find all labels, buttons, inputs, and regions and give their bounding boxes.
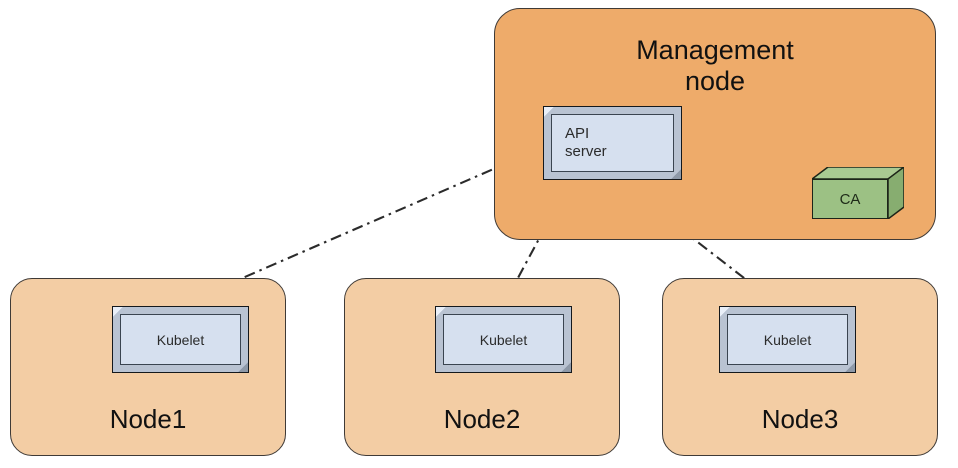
kubelet-box-3[interactable]: Kubelet	[719, 306, 856, 373]
management-node-title-line2: node	[684, 66, 746, 96]
node-label-2: Node2	[443, 404, 521, 434]
kubelet-label-2: Kubelet	[479, 331, 528, 348]
ca-box[interactable]: CA	[812, 167, 904, 219]
node-label-3: Node3	[761, 404, 839, 434]
management-node-title: Management node	[495, 35, 935, 97]
api-server-label-line2: server	[565, 143, 607, 160]
kubelet-box-1[interactable]: Kubelet	[112, 306, 249, 373]
api-server-label: API server	[551, 114, 674, 172]
api-server-box[interactable]: API server	[543, 106, 682, 180]
management-node-title-line1: Management	[636, 35, 794, 65]
ca-front-face: CA	[812, 179, 888, 219]
ca-top-face	[812, 167, 904, 180]
kubelet-label-3: Kubelet	[763, 331, 812, 348]
api-server-label-line1: API	[565, 125, 590, 142]
kubelet-box-2[interactable]: Kubelet	[435, 306, 572, 373]
node-label-1: Node1	[109, 404, 187, 434]
ca-side-face	[887, 167, 904, 219]
ca-label: CA	[839, 190, 861, 208]
kubelet-label-1: Kubelet	[156, 331, 205, 348]
